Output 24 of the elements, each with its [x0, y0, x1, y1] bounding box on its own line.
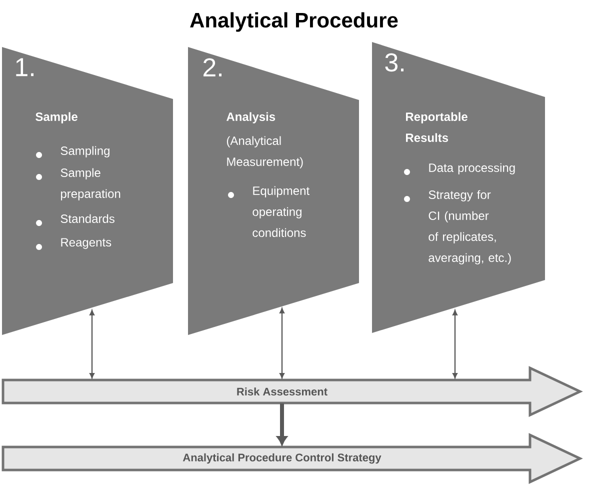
bullet-item: Sample preparation — [36, 168, 120, 200]
bullet-item: Sampling — [36, 146, 110, 158]
process-band: Analytical Procedure Control Strategy — [2, 433, 583, 484]
panel-text: (Analytical Measurement) — [226, 136, 303, 168]
bullet-item: Data processing — [404, 163, 515, 175]
bullet-item: Standards — [36, 214, 114, 226]
step-panel — [372, 42, 545, 333]
panel-heading: Sample — [36, 112, 78, 124]
panel-heading: Reportable Results — [406, 112, 468, 142]
step-number: 3. — [385, 53, 404, 72]
bullet-item: Equipment operating conditions — [228, 186, 310, 237]
bullet-item: Reagents — [36, 238, 112, 250]
double-arrow — [280, 308, 284, 378]
title: Analytical Procedure — [190, 12, 398, 32]
process-band: Risk Assessment — [2, 366, 583, 417]
arrow — [276, 403, 288, 446]
double-arrow — [452, 310, 458, 378]
bullet-item: Strategy for CI (number of replicates, averaging, etc.) — [404, 190, 511, 264]
double-arrow — [90, 310, 94, 378]
step-panel — [188, 47, 359, 335]
step-panel — [2, 47, 173, 335]
step-number: 2. — [204, 58, 222, 76]
step-number: 1. — [16, 58, 34, 76]
panel-heading: Analysis — [226, 112, 276, 124]
